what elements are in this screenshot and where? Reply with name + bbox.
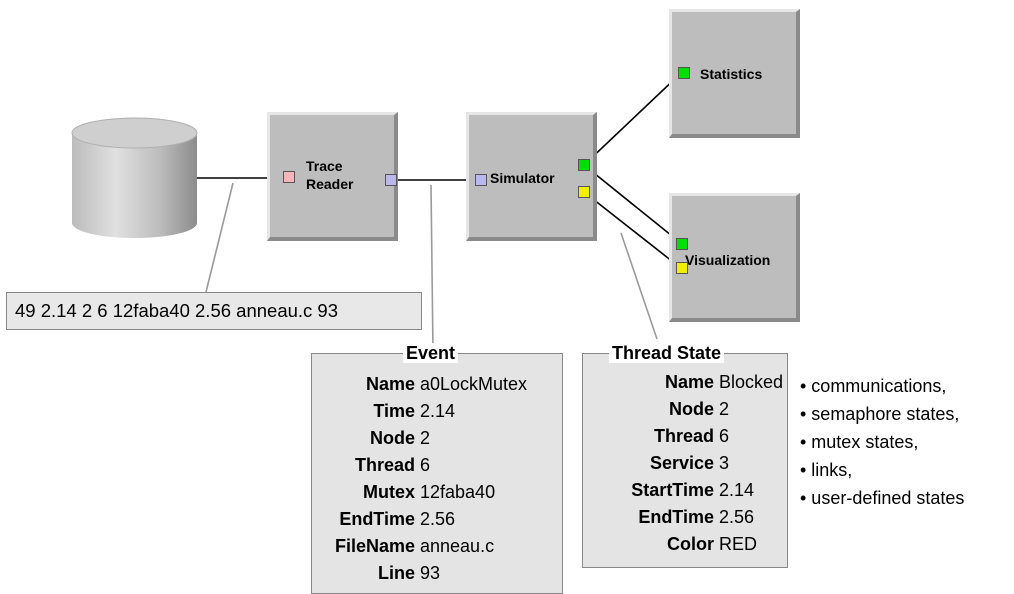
field-key: Node [669,399,714,419]
simulator-output-port-yellow[interactable] [578,186,590,198]
field-value: 2 [420,428,431,448]
statistics-input-port[interactable] [678,67,690,79]
bullet-item: • mutex states, [800,432,919,452]
field-value: 2.14 [420,401,456,421]
field-key: Name [664,372,714,392]
trace-reader-output-port[interactable] [385,174,397,186]
field-value: anneau.c [420,536,495,556]
field-key: Color [667,534,714,554]
bullet-item: • user-defined states [800,488,965,508]
field-key: Line [377,563,415,583]
field-value: 2.56 [420,509,456,529]
simulator-node[interactable] [466,112,597,241]
leader-trace-line [205,182,234,293]
field-key: Thread [653,426,714,446]
visualization-input-port-green[interactable] [676,238,688,250]
field-value: 12faba40 [420,482,496,502]
statistics-node[interactable] [669,9,800,138]
statistics-label: Statistics [700,66,763,82]
database-cylinder-icon [71,117,198,238]
field-value: 3 [719,453,730,473]
field-key: Thread [354,455,415,475]
state-types-list: • communications, • semaphore states, • mu… [800,372,964,512]
field-key: EndTime [638,507,714,527]
field-key: Mutex [362,482,415,502]
trace-reader-label-line2: Reader [306,176,354,192]
field-key: Name [365,374,415,394]
field-value: 6 [719,426,730,446]
field-key: EndTime [339,509,415,529]
leader-event [430,184,434,353]
field-value: a0LockMutex [420,374,528,394]
field-key: FileName [334,536,415,556]
field-value: 6 [420,455,431,475]
field-key: Time [373,401,415,421]
arrow-simulator-to-visualization-yellow [583,191,683,270]
visualization-input-port-yellow[interactable] [676,262,688,274]
bullet-item: • semaphore states, [800,404,960,424]
field-key: Node [370,428,415,448]
simulator-input-port[interactable] [475,174,487,186]
field-value: 2 [719,399,730,419]
trace-reader-input-port[interactable] [283,171,295,183]
visualization-node[interactable] [669,193,800,322]
raw-trace-record: 49 2.14 2 6 12faba40 2.56 anneau.c 93 [6,292,422,330]
trace-reader-label: Trace Reader [306,157,353,193]
bullet-item: • communications, [800,376,947,396]
visualization-label: Visualization [685,252,771,268]
field-value: 2.56 [719,507,755,527]
field-value: Blocked [719,372,784,392]
simulator-output-port-green[interactable] [578,159,590,171]
leader-thread-state [620,232,658,340]
event-panel-title: Event [403,343,459,363]
trace-reader-label-line1: Trace [306,158,343,174]
field-key: Service [649,453,714,473]
field-key: StartTime [631,480,714,500]
field-value: 2.14 [719,480,755,500]
field-value: RED [719,534,758,554]
bullet-item: • links, [800,460,853,480]
arrow-simulator-to-visualization-green [583,164,683,245]
thread-state-panel-title: Thread State [609,343,725,363]
field-value: 93 [420,563,441,583]
simulator-label: Simulator [490,170,555,186]
arrow-simulator-to-statistics [583,73,681,166]
